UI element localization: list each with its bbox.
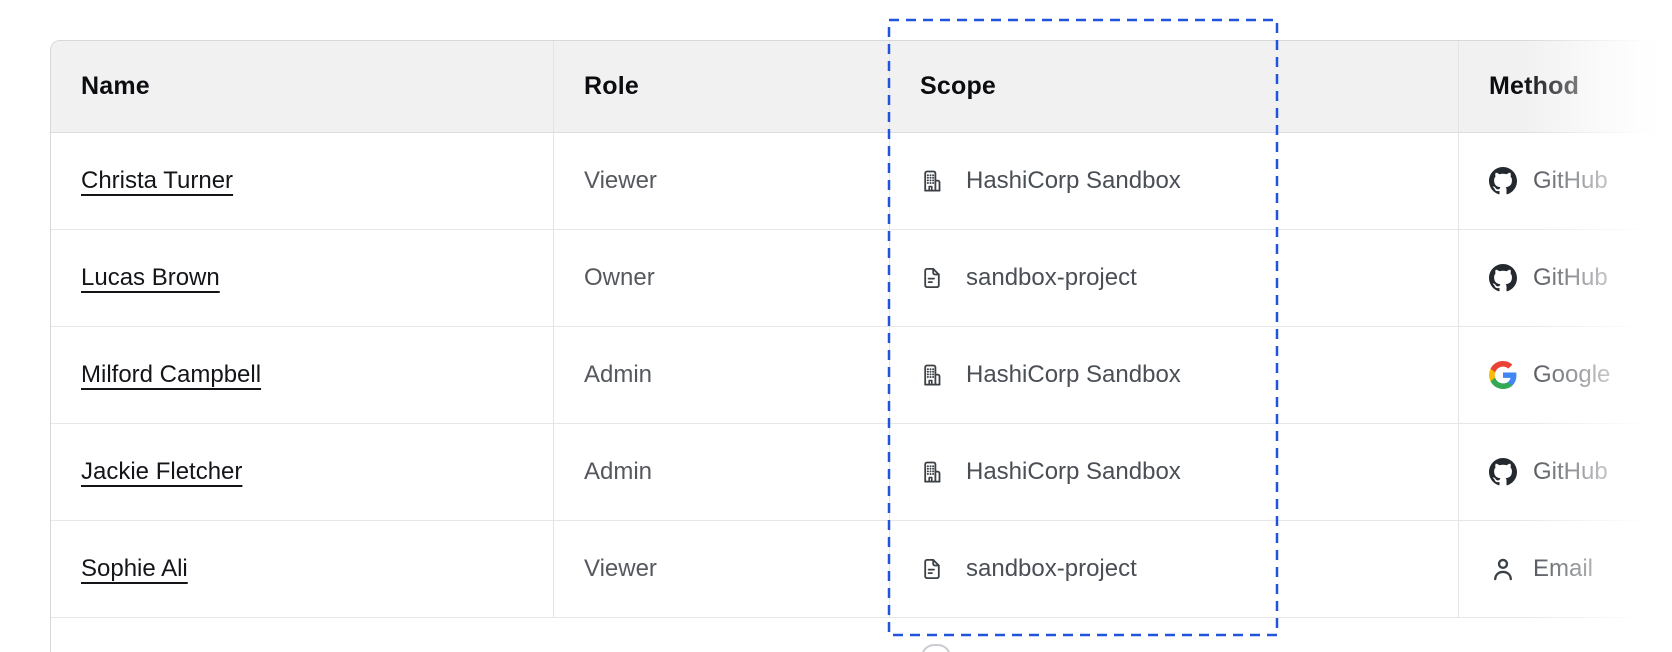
github-icon bbox=[1489, 264, 1517, 292]
table-row: Jackie Fletcher Admin HashiCorp Sandbox bbox=[51, 423, 1672, 520]
member-name-link[interactable]: Christa Turner bbox=[81, 167, 234, 194]
member-role-text: Viewer bbox=[584, 555, 657, 582]
member-scope-text: sandbox-project bbox=[966, 264, 1137, 291]
member-scope-text: HashiCorp Sandbox bbox=[966, 458, 1181, 485]
table-header-row: Name Role Scope Method bbox=[51, 41, 1672, 133]
member-scope-text: HashiCorp Sandbox bbox=[966, 361, 1181, 388]
column-header-scope: Scope bbox=[889, 41, 1458, 132]
member-method-text: Google bbox=[1533, 361, 1611, 388]
table-row: Milford Campbell Admin HashiCorp Sandbox bbox=[51, 326, 1672, 423]
member-role-text: Viewer bbox=[584, 167, 657, 194]
github-icon bbox=[1489, 167, 1517, 195]
member-method-text: GitHub bbox=[1533, 458, 1608, 485]
table-row: Christa Turner Viewer HashiCorp Sandbox bbox=[51, 133, 1672, 229]
column-header-method: Method bbox=[1458, 41, 1672, 132]
members-table: Name Role Scope Method Christa Turner Vi… bbox=[50, 40, 1672, 652]
member-scope-text: HashiCorp Sandbox bbox=[966, 167, 1181, 194]
member-method-text: GitHub bbox=[1533, 264, 1608, 291]
member-name-link[interactable]: Sophie Ali bbox=[81, 555, 188, 582]
table-row: Lucas Brown Owner sandbox-project GitHub bbox=[51, 229, 1672, 326]
github-icon bbox=[1489, 458, 1517, 486]
project-file-icon bbox=[920, 266, 944, 290]
member-name-link[interactable]: Milford Campbell bbox=[81, 361, 262, 388]
member-role-text: Admin bbox=[584, 458, 653, 485]
project-file-icon bbox=[920, 557, 944, 581]
member-name-link[interactable]: Lucas Brown bbox=[81, 264, 220, 291]
column-header-role: Role bbox=[553, 41, 889, 132]
org-building-icon bbox=[920, 169, 944, 193]
column-header-name: Name bbox=[81, 72, 150, 100]
org-building-icon bbox=[920, 363, 944, 387]
member-name-link[interactable]: Jackie Fletcher bbox=[81, 458, 243, 485]
person-icon bbox=[1489, 555, 1517, 583]
member-method-text: Email bbox=[1533, 555, 1594, 582]
member-scope-text: sandbox-project bbox=[966, 555, 1137, 582]
member-role-text: Admin bbox=[584, 361, 653, 388]
org-building-icon bbox=[920, 460, 944, 484]
member-method-text: GitHub bbox=[1533, 167, 1608, 194]
table-body: Christa Turner Viewer HashiCorp Sandbox bbox=[51, 133, 1672, 652]
table-row-partial bbox=[51, 617, 1672, 652]
member-role-text: Owner bbox=[584, 264, 655, 291]
table-row: Sophie Ali Viewer sandbox-project Email bbox=[51, 520, 1672, 617]
google-icon bbox=[1489, 361, 1517, 389]
